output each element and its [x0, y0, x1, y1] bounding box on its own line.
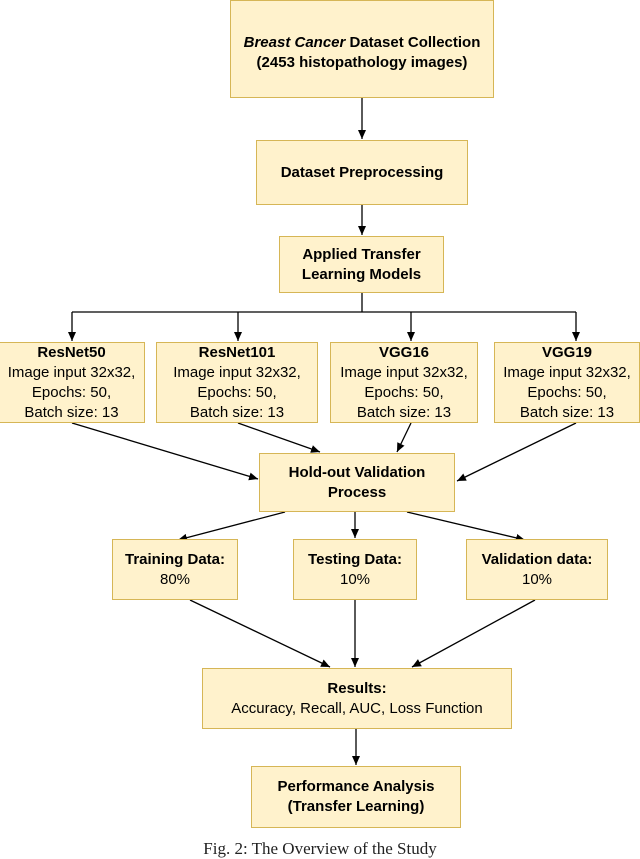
dataset-title-italic: Breast Cancer: [243, 34, 346, 51]
results-title: Results:: [327, 679, 387, 697]
model-epochs: Epochs: 50,: [197, 383, 277, 401]
split-value: 10%: [339, 570, 371, 588]
results-node: Results: Accuracy, Recall, AUC, Loss Fun…: [202, 668, 512, 729]
arrow-holdout-to-validation: [406, 511, 526, 542]
model-input: Image input 32x32,: [340, 363, 468, 381]
model-node-vgg19: VGG19 Image input 32x32, Epochs: 50, Bat…: [494, 342, 640, 423]
transfer-line1: Applied Transfer: [302, 245, 421, 263]
arrow-training-to-results: [189, 599, 331, 668]
model-batch: Batch size: 13: [189, 403, 285, 421]
model-node-resnet101: ResNet101 Image input 32x32, Epochs: 50,…: [156, 342, 318, 423]
model-input: Image input 32x32,: [503, 363, 631, 381]
transfer-learning-node: Applied Transfer Learning Models: [279, 236, 444, 293]
training-data-node: Training Data: 80%: [112, 539, 238, 600]
transfer-line2: Learning Models: [301, 265, 422, 283]
dataset-subtitle: (2453 histopathology images): [256, 54, 468, 71]
split-label: Testing Data:: [308, 550, 402, 568]
model-batch: Batch size: 13: [519, 403, 615, 421]
model-input: Image input 32x32,: [7, 363, 136, 381]
arrow-resnet101-to-holdout: [237, 422, 321, 453]
performance-line1: Performance Analysis: [277, 778, 435, 795]
holdout-line1: Hold-out Validation: [288, 463, 426, 481]
model-name: VGG19: [541, 343, 593, 361]
model-node-resnet50: ResNet50 Image input 32x32, Epochs: 50, …: [0, 342, 145, 423]
arrow-vgg19-to-holdout: [456, 422, 577, 482]
results-metrics: Accuracy, Recall, AUC, Loss Function: [231, 699, 483, 717]
testing-data-node: Testing Data: 10%: [293, 539, 417, 600]
preprocessing-label: Dataset Preprocessing: [280, 163, 444, 181]
preprocessing-node: Dataset Preprocessing: [256, 140, 468, 205]
model-epochs: Epochs: 50,: [31, 383, 112, 401]
validation-data-node: Validation data: 10%: [466, 539, 608, 600]
split-label: Training Data:: [124, 550, 225, 568]
model-epochs: Epochs: 50,: [364, 383, 444, 401]
figure-caption: Fig. 2: The Overview of the Study: [203, 839, 437, 858]
holdout-line2: Process: [327, 483, 387, 501]
model-batch: Batch size: 13: [356, 403, 452, 421]
model-name: ResNet50: [37, 343, 106, 361]
model-name: ResNet101: [198, 343, 276, 361]
model-batch: Batch size: 13: [24, 403, 119, 421]
split-value: 80%: [159, 570, 191, 588]
performance-analysis-node: Performance Analysis (Transfer Learning): [251, 766, 461, 828]
arrow-vgg16-to-holdout: [396, 422, 412, 453]
model-node-vgg16: VGG16 Image input 32x32, Epochs: 50, Bat…: [330, 342, 478, 423]
arrow-resnet50-to-holdout: [71, 422, 259, 481]
performance-line2: (Transfer Learning): [287, 798, 425, 815]
arrow-holdout-to-training: [177, 511, 286, 542]
model-input: Image input 32x32,: [173, 363, 301, 381]
model-name: VGG16: [378, 343, 430, 361]
holdout-validation-node: Hold-out Validation Process: [259, 453, 455, 512]
dataset-collection-node: Breast Cancer Dataset Collection (2453 h…: [230, 0, 494, 98]
dataset-title-rest: Dataset Collection: [345, 34, 481, 51]
arrow-validation-to-results: [411, 599, 536, 668]
split-value: 10%: [521, 570, 553, 588]
split-label: Validation data:: [481, 550, 593, 568]
model-epochs: Epochs: 50,: [527, 383, 607, 401]
